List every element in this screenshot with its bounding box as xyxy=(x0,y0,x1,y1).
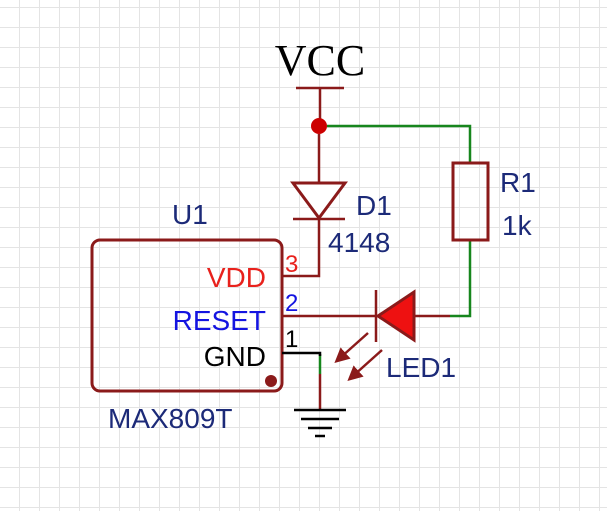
pin-name-reset: RESET xyxy=(173,305,266,336)
led-triangle xyxy=(375,289,416,343)
vcc-power-symbol[interactable]: VCC xyxy=(275,36,365,125)
diode-value: 4148 xyxy=(328,227,390,258)
ic-u1[interactable]: U1 MAX809T VDD RESET GND 3 2 1 xyxy=(90,199,375,434)
vcc-label: VCC xyxy=(275,36,365,85)
pin-gnd-lead xyxy=(282,351,322,356)
pin-number-3: 3 xyxy=(285,251,298,278)
ic-designator: U1 xyxy=(172,199,208,230)
led-led1[interactable]: LED1 xyxy=(334,289,456,383)
pin-name-gnd: GND xyxy=(204,341,266,372)
diode-designator: D1 xyxy=(356,190,392,221)
wire-vcc-to-r1[interactable] xyxy=(327,124,472,163)
ic-pin1-indicator xyxy=(265,375,277,387)
wire-r1-to-led[interactable] xyxy=(450,240,472,318)
pin-number-1: 1 xyxy=(285,326,298,353)
diode-d1[interactable]: D1 4148 xyxy=(282,134,392,278)
resistor-designator: R1 xyxy=(500,167,536,198)
pin-number-2: 2 xyxy=(285,290,298,317)
led-emission-arrow-2 xyxy=(347,349,383,382)
resistor-r1[interactable]: R1 1k xyxy=(451,161,536,242)
pin-name-vdd: VDD xyxy=(207,262,266,293)
ic-part-number: MAX809T xyxy=(108,403,233,434)
resistor-body xyxy=(451,161,490,242)
led-emission-arrow-1 xyxy=(334,332,369,363)
diode-lead-bottom xyxy=(282,219,321,278)
junction-dot xyxy=(311,118,327,134)
diode-triangle xyxy=(290,181,348,221)
ground-symbol[interactable] xyxy=(294,374,346,438)
led-designator: LED1 xyxy=(386,352,456,383)
resistor-value: 1k xyxy=(502,210,533,241)
